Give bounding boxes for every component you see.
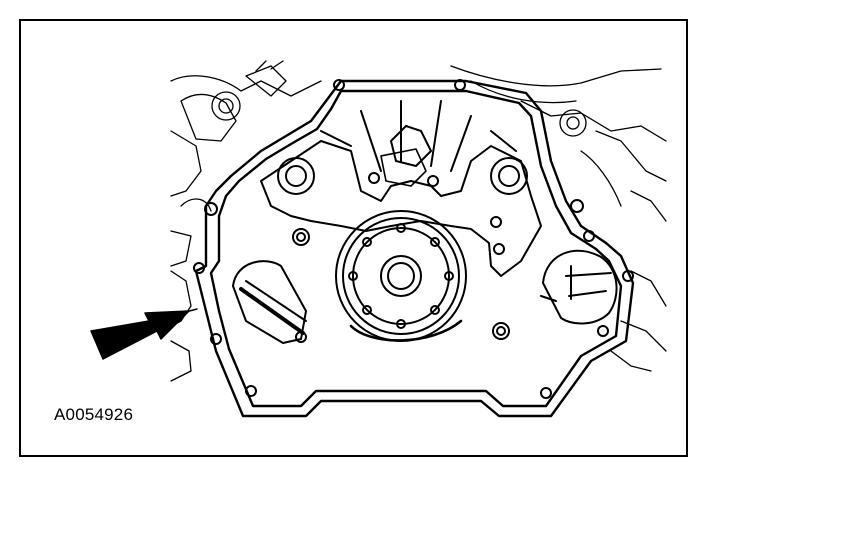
plate-bolt-holes [193, 79, 634, 399]
engine-block-background [170, 60, 667, 382]
figure-reference-code: A0054926 [54, 405, 134, 424]
left-access-port [232, 260, 307, 344]
arrow-icon [90, 308, 198, 360]
rear-plate [194, 79, 635, 418]
crankshaft-flange [335, 210, 467, 342]
figure-frame: A0054926 [19, 19, 688, 457]
valley-cutout [260, 100, 542, 277]
engine-rear-plate-illustration [90, 60, 667, 418]
right-access-port [540, 249, 618, 325]
